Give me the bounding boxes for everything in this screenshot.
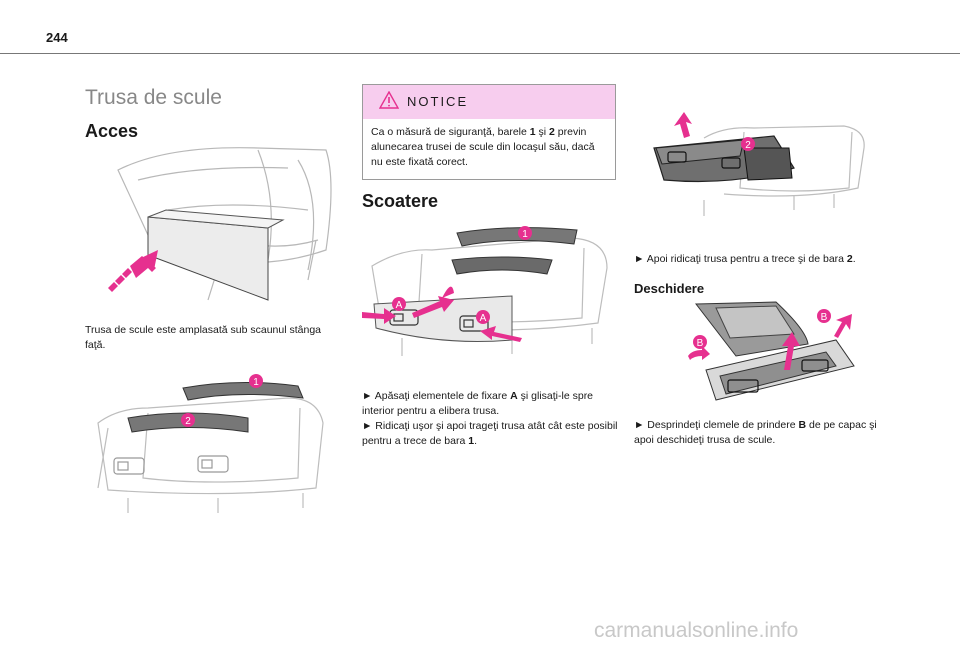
deschidere-step: ► Desprindeţi clemele de prindere B de p… [634,419,877,446]
lift-toolkit-figure: 2 [644,108,868,218]
scoatere-step-2: ► Ridicaţi uşor şi apoi trageţi trusa at… [362,420,618,447]
callout-2: 2 [745,140,751,151]
callout-1: 1 [253,377,259,388]
page-number: 244 [46,30,68,45]
callout-2: 2 [185,416,191,427]
header-divider [0,53,960,54]
open-toolkit-figure: B B [676,300,860,408]
scoatere-step-1: ► Apăsaţi elementele de fixare A şi glis… [362,390,594,417]
callout-a: A [396,300,403,311]
acces-text: Trusa de scule este amplasată sub scaunu… [85,324,321,351]
seat-access-figure [108,140,340,304]
notice-header: NOTICE [363,85,615,119]
release-latches-figure: 1 A A [362,218,612,360]
scoatere-heading: Scoatere [362,191,439,211]
section-title: Trusa de scule [85,86,222,109]
notice-text: Ca o măsură de siguranţă, barele 1 şi 2 … [371,126,595,168]
deschidere-heading: Deschidere [634,281,705,296]
callout-b: B [821,312,828,323]
callout-1: 1 [522,229,528,240]
callout-a: A [480,313,487,324]
notice-box: NOTICE Ca o măsură de siguranţă, barele … [362,84,616,180]
scoatere-step-3: ► Apoi ridicaţi trusa pentru a trece şi … [634,253,856,265]
callout-b: B [697,338,704,349]
notice-title: NOTICE [407,94,469,109]
warning-triangle-icon [378,90,400,114]
watermark: carmanualsonline.info [594,619,799,642]
acces-heading: Acces [85,121,139,141]
toolkit-bars-figure: 1 2 [88,368,328,516]
